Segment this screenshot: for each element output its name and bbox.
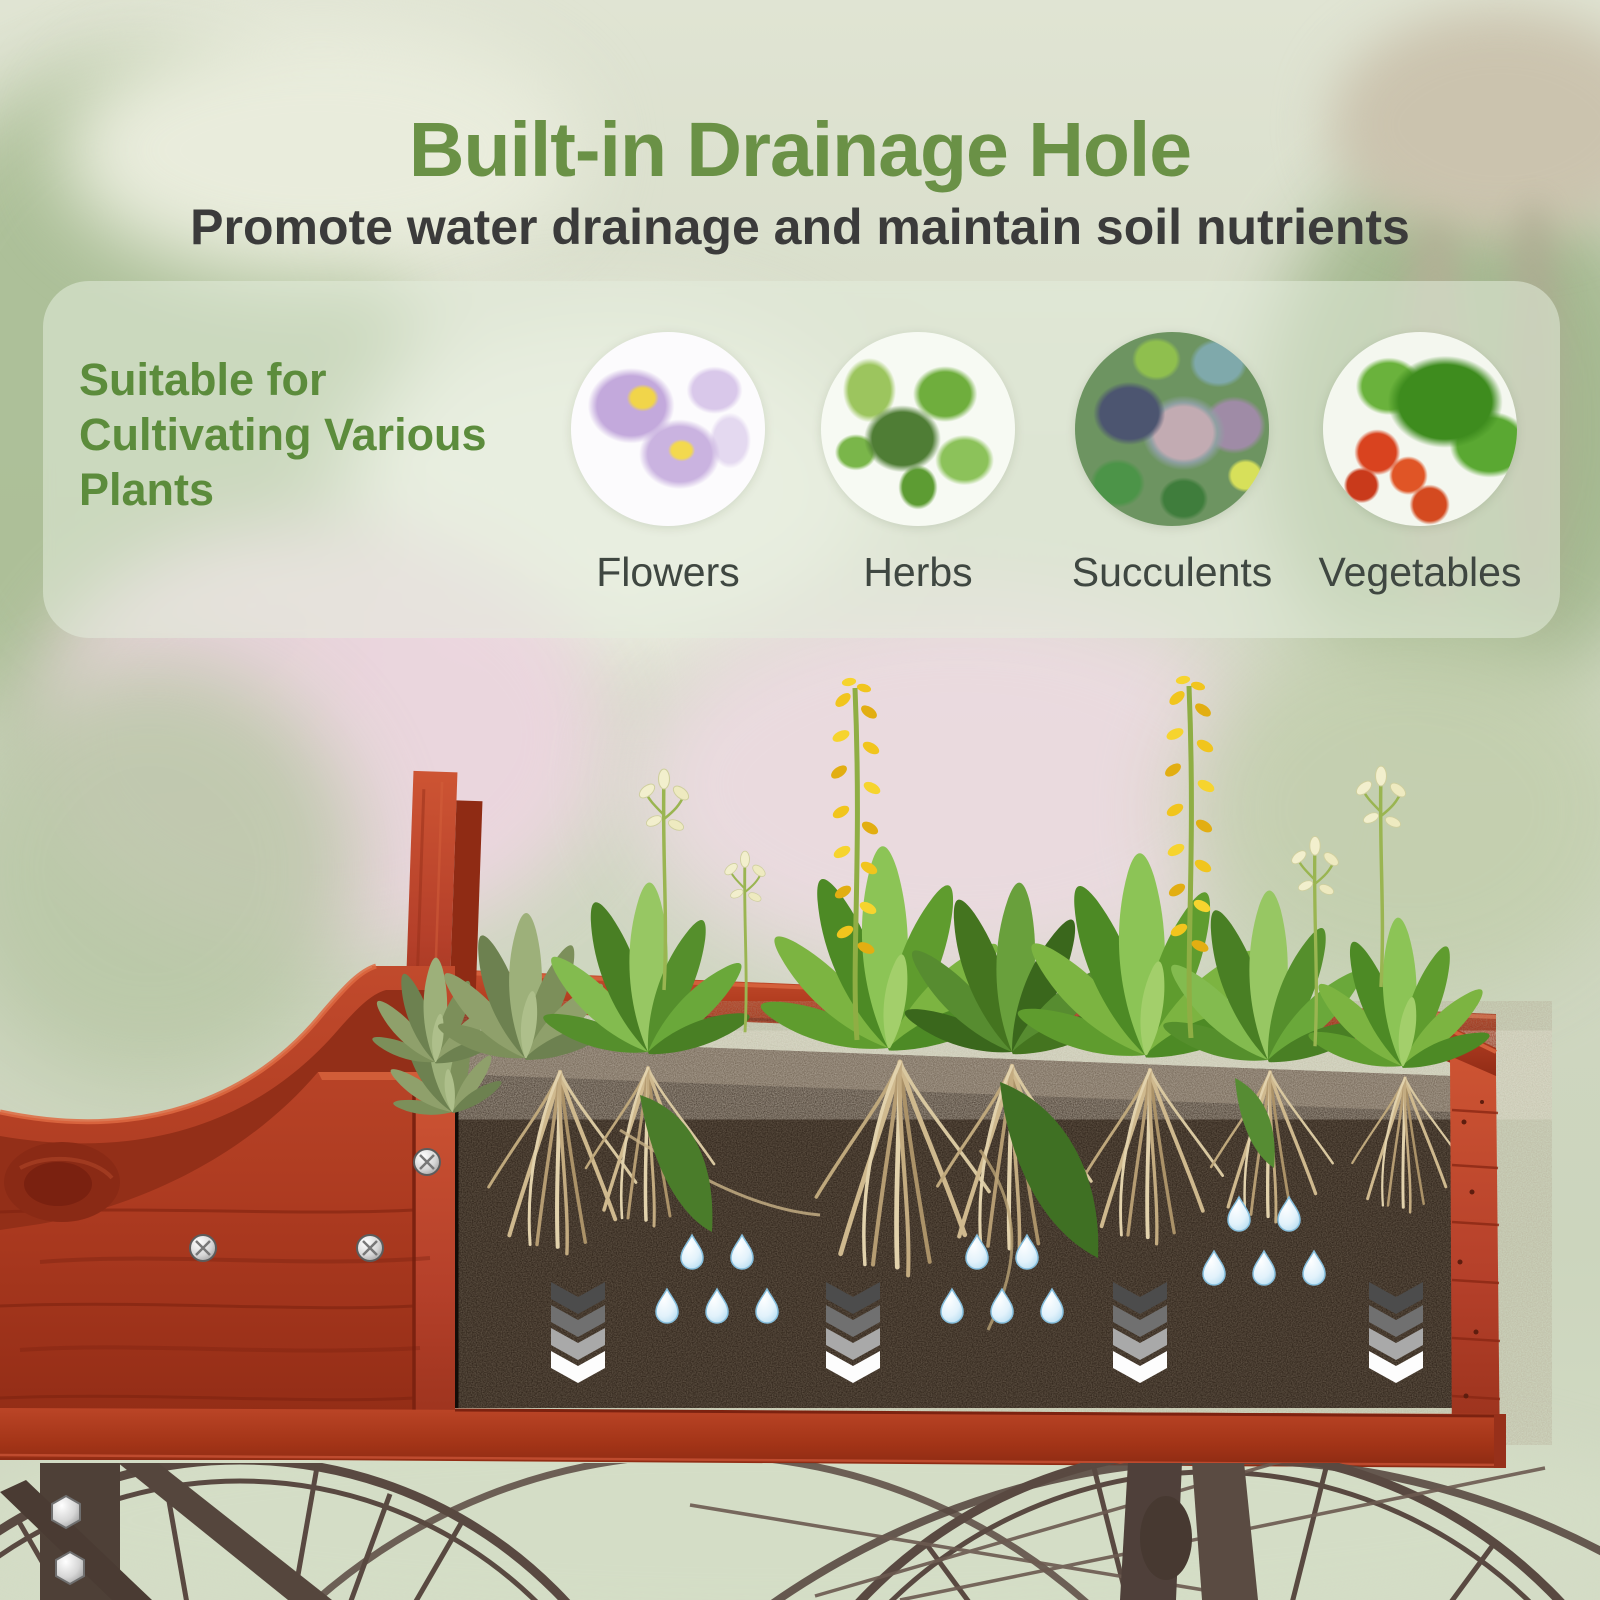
- succulents-photo-circle: [1075, 332, 1269, 526]
- vegetables-photo-circle: [1323, 332, 1517, 526]
- herbs-photo-circle: [821, 332, 1015, 526]
- wagon-wheels: [0, 1463, 1600, 1600]
- category-label-herbs: Herbs: [863, 549, 973, 595]
- screw-icon: [189, 1148, 441, 1262]
- wheel-frame: [0, 1463, 1258, 1600]
- planter-bottom-board: [0, 1408, 1506, 1468]
- category-label-flowers: Flowers: [596, 549, 740, 595]
- category-label-vegetables: Vegetables: [1318, 549, 1522, 595]
- page-title: Built-in Drainage Hole: [408, 106, 1192, 193]
- suitability-panel: Suitable for Cultivating Various Plants …: [43, 281, 1560, 638]
- planted-seedlings: [370, 845, 1493, 1076]
- drooping-leaves: [640, 1078, 1275, 1258]
- soil-cross-section: [453, 1038, 1452, 1408]
- panel-heading: Suitable for Cultivating Various Plants: [79, 354, 487, 515]
- page-subtitle: Promote water drainage and maintain soil…: [190, 199, 1410, 255]
- flowers-photo-circle: [571, 332, 765, 526]
- category-label-succulents: Succulents: [1071, 549, 1273, 595]
- hex-bolt-icon: [51, 1494, 85, 1586]
- wagon-front-panel: [0, 963, 455, 1460]
